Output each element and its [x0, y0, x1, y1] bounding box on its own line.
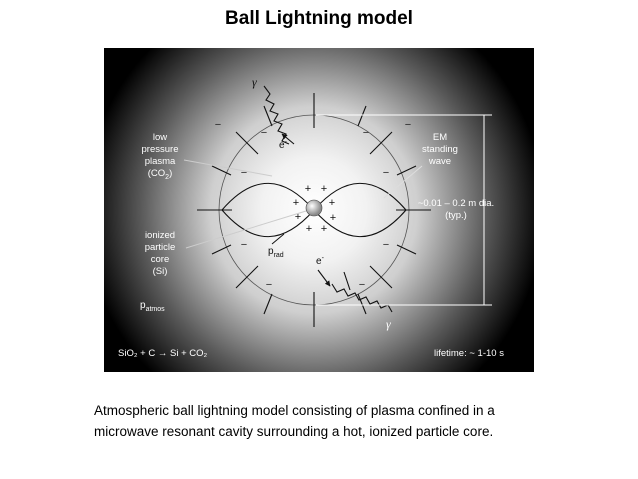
plus-sign: + [329, 197, 335, 209]
electron-label-bottom: e- [316, 255, 325, 267]
minus-sign: − [266, 279, 272, 291]
minus-sign: − [383, 239, 389, 251]
lifetime-label: lifetime: ~ 1-10 s [434, 348, 504, 359]
svg-text:core: core [151, 254, 169, 265]
svg-text:low: low [153, 132, 167, 143]
plus-sign: + [295, 211, 301, 223]
positive-charges: + + + + + + + + [293, 183, 336, 235]
svg-text:ionized: ionized [145, 230, 175, 241]
p-rad-leader [271, 233, 285, 245]
slide-title: Ball Lightning model [225, 8, 413, 29]
p-atmos-label: patmos [140, 300, 165, 313]
low-pressure-leader [183, 159, 273, 177]
gamma-ray-bottom [331, 283, 393, 313]
svg-text:particle: particle [145, 242, 176, 253]
caption-line: Atmospheric ball lightning model consist… [94, 403, 495, 418]
plus-sign: + [306, 223, 312, 235]
svg-text:EM: EM [433, 132, 447, 143]
em-standing-wave [221, 182, 407, 238]
caption-line: microwave resonant cavity surrounding a … [94, 424, 494, 439]
minus-sign: − [383, 167, 389, 179]
ionized-core-leader [185, 210, 307, 249]
minus-sign: − [241, 167, 247, 179]
plus-sign: + [305, 183, 311, 195]
arrow [281, 133, 295, 145]
svg-text:(CO2): (CO2) [148, 168, 173, 181]
minus-sign: − [261, 127, 267, 139]
plus-sign: + [321, 223, 327, 235]
svg-text:(typ.): (typ.) [445, 210, 467, 221]
figure-caption: Atmospheric ball lightning model consist… [94, 400, 564, 442]
low-pressure-plasma-label: low pressure plasma (CO2) [142, 132, 179, 181]
ionized-core-label: ionized particle core (Si) [145, 230, 176, 277]
ball-lightning-diagram: + + + + + + + + − − − − − − − − − − γ e-… [104, 48, 534, 372]
svg-text:plasma: plasma [145, 156, 176, 167]
minus-sign: − [363, 127, 369, 139]
gamma-label-top: γ [252, 75, 257, 89]
diameter-label: ~0.01 – 0.2 m dia. (typ.) [418, 198, 494, 221]
arrow [343, 271, 351, 291]
plus-sign: + [321, 183, 327, 195]
minus-sign: − [241, 239, 247, 251]
svg-text:(Si): (Si) [153, 266, 168, 277]
em-wave-leader [383, 165, 423, 199]
ionized-core [305, 199, 323, 217]
reaction-equation: SiO₂ + C → Si + CO₂ [118, 348, 208, 359]
minus-sign: − [359, 279, 365, 291]
plus-sign: + [293, 197, 299, 209]
gamma-label-bottom: γ [386, 317, 391, 331]
em-standing-wave-label: EM standing wave [422, 132, 458, 167]
plus-sign: + [330, 212, 336, 224]
minus-sign: − [215, 119, 221, 131]
p-rad-label: prad [268, 246, 284, 259]
arrow [317, 269, 331, 287]
minus-sign: − [405, 119, 411, 131]
svg-text:~0.01 – 0.2 m dia.: ~0.01 – 0.2 m dia. [418, 198, 494, 209]
svg-text:wave: wave [428, 156, 451, 167]
electron-label-top: e- [279, 139, 288, 151]
diameter-dimension [316, 114, 492, 306]
svg-text:pressure: pressure [142, 144, 179, 155]
svg-text:standing: standing [422, 144, 458, 155]
negative-charges: − − − − − − − − − − [215, 119, 411, 291]
boundary-ticks [197, 93, 431, 327]
